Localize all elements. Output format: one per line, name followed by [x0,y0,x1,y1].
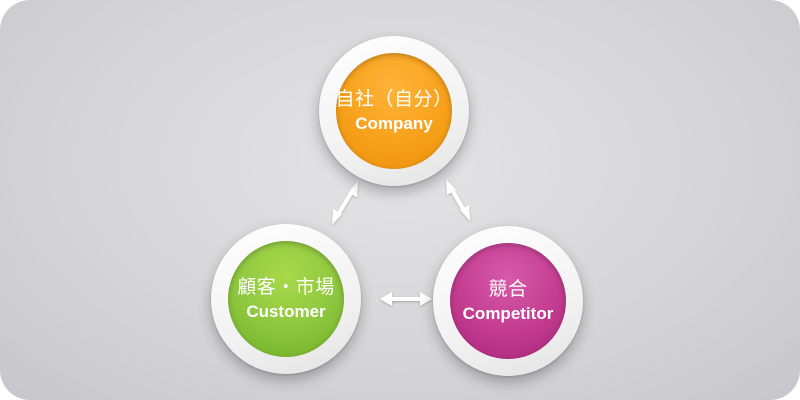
node-customer: 顧客・市場 Customer [211,224,361,374]
double-arrow-icon-customer-competitor [380,292,432,306]
competitor-label-jp: 競合 [488,278,528,300]
competitor-label-en: Competitor [462,304,554,323]
customer-label-en: Customer [246,302,326,321]
company-label-en: Company [355,114,433,133]
competitor-circle: 競合 Competitor [450,243,566,359]
customer-label-jp: 顧客・市場 [237,276,335,298]
double-arrow-icon-company-customer [332,181,358,225]
double-arrow-icon-company-competitor [446,179,470,221]
customer-circle: 顧客・市場 Customer [228,241,344,357]
node-competitor: 競合 Competitor [433,226,583,376]
company-circle: 自社（自分） Company [336,53,452,169]
node-company: 自社（自分） Company [319,36,469,186]
company-label-jp: 自社（自分） [335,88,453,110]
